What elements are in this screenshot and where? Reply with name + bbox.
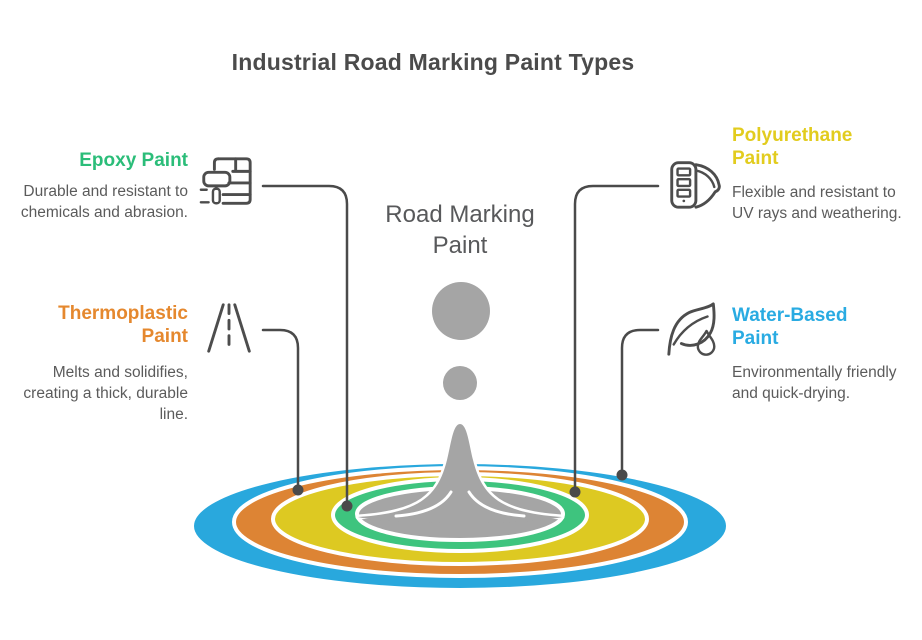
- splash-curl-left: [394, 490, 453, 518]
- item-epoxy-title: Epoxy Paint: [79, 150, 188, 171]
- color-swatch-fan-icon: [664, 155, 722, 213]
- connector-lines: [261, 184, 660, 508]
- item-thermoplastic-description: Melts and solidifies, creating a thick, …: [23, 364, 188, 423]
- connector-dots: [292, 469, 628, 512]
- connector-thermoplastic: [261, 328, 300, 492]
- item-water-based-description: Environmentally friendly and quick-dryin…: [732, 364, 897, 402]
- dot-epoxy: [341, 500, 353, 512]
- connector-water-based: [620, 328, 660, 477]
- connector-polyurethane: [573, 184, 660, 494]
- item-thermoplastic-title: Thermoplastic Paint: [58, 303, 188, 347]
- item-polyurethane: Polyurethane Paint Flexible and resistan…: [732, 124, 914, 224]
- paint-drop-small: [443, 366, 477, 400]
- dot-water-based: [616, 469, 628, 481]
- center-label: Road Marking Paint: [385, 201, 535, 259]
- paint-roller-wall-icon: [197, 153, 255, 211]
- splash-column: [358, 424, 562, 523]
- item-water-based-title: Water-Based Paint: [732, 305, 848, 349]
- paint-drop-large: [432, 282, 490, 340]
- page-title: Industrial Road Marking Paint Types: [231, 49, 635, 75]
- item-thermoplastic: Thermoplastic Paint Melts and solidifies…: [8, 302, 188, 425]
- dot-polyurethane: [569, 486, 581, 498]
- item-polyurethane-title: Polyurethane Paint: [732, 125, 853, 169]
- connector-epoxy: [261, 184, 349, 508]
- item-polyurethane-description: Flexible and resistant to UV rays and we…: [732, 184, 902, 222]
- leaf-water-drop-icon: [664, 301, 722, 359]
- item-epoxy-description: Durable and resistant to chemicals and a…: [20, 183, 188, 221]
- splash-curl-right: [467, 490, 526, 518]
- dot-thermoplastic: [292, 484, 304, 496]
- road-lane-icon: [200, 299, 258, 357]
- item-epoxy: Epoxy Paint Durable and resistant to che…: [8, 149, 188, 223]
- item-water-based: Water-Based Paint Environmentally friend…: [732, 304, 914, 404]
